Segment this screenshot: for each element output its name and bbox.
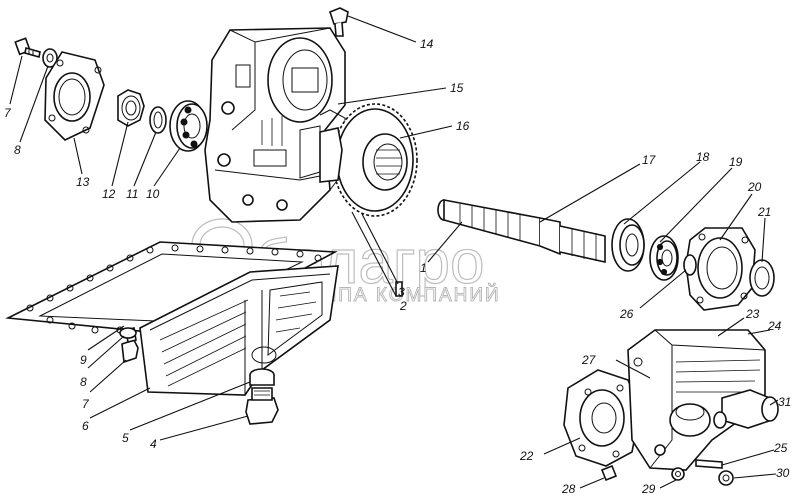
bearing-part-19: [649, 235, 679, 281]
leader-7a: [9, 55, 23, 105]
washer-part-8a: [42, 48, 58, 68]
leader-21: [761, 217, 766, 263]
callout-2: 2: [399, 299, 407, 313]
bearing-part-10: [169, 100, 208, 152]
leader-15: [337, 87, 447, 105]
leader-5: [129, 381, 251, 431]
callout-21: 21: [757, 205, 771, 219]
gearbox-housing: [204, 27, 346, 223]
leader-14: [347, 15, 417, 43]
callout-23: 23: [745, 307, 760, 321]
leader-8b: [87, 335, 125, 369]
watermark-tagline: ГРУППА КОМПАНИЙ: [282, 284, 501, 306]
callout-9: 9: [80, 353, 87, 367]
leader-9: [87, 325, 125, 351]
callout-26: 26: [619, 307, 634, 321]
callout-14: 14: [420, 37, 434, 51]
bolt-part-14: [329, 7, 349, 37]
plug-part-4: [245, 387, 279, 425]
callout-4: 4: [150, 437, 157, 451]
washer-part-11: [149, 106, 167, 134]
callout-22: 22: [519, 449, 534, 463]
flange-part-20: [685, 227, 756, 311]
leader-24: [747, 329, 771, 335]
leader-3: [361, 213, 399, 285]
leader-10: [153, 147, 181, 187]
leader-22: [543, 437, 581, 455]
callout-16: 16: [456, 119, 470, 133]
cover-part-22: [563, 369, 641, 467]
leader-20: [719, 193, 753, 241]
leader-30: [733, 473, 777, 479]
callout-20: 20: [747, 180, 762, 194]
callout-12: 12: [102, 187, 116, 201]
leader-27: [615, 359, 651, 379]
valve-part-31: [713, 389, 779, 429]
callout-11: 11: [126, 187, 138, 201]
callout-29: 29: [641, 482, 656, 496]
callout-7a: 7: [4, 106, 12, 120]
callout-18: 18: [696, 150, 710, 164]
callout-5: 5: [122, 431, 129, 445]
nut-part-12: [117, 89, 145, 127]
callout-15: 15: [450, 81, 464, 95]
leader-6: [89, 387, 151, 419]
nut-part-30: [718, 470, 734, 486]
leader-8a: [19, 65, 49, 143]
flange-part-13: [44, 51, 105, 141]
leader-2: [351, 211, 397, 297]
pin-part-2-3: [395, 281, 403, 297]
shaft-part-17: [437, 199, 606, 263]
gasket-part-26: [683, 254, 697, 276]
leader-18: [623, 161, 701, 225]
callout-27: 27: [581, 353, 597, 367]
callout-8b: 8: [80, 375, 87, 389]
callout-28: 28: [561, 482, 576, 496]
leader-23: [717, 317, 745, 337]
callout-17: 17: [642, 153, 657, 167]
leader-28: [579, 477, 605, 489]
callout-3: 3: [398, 285, 405, 299]
leader-16: [399, 125, 453, 139]
bearing-part-18: [611, 218, 645, 272]
washer-part-8b: [119, 327, 137, 339]
callout-24: 24: [767, 319, 782, 333]
leader-17: [539, 163, 641, 223]
callout-19: 19: [729, 155, 743, 169]
oil-pan-part-6: [139, 265, 339, 396]
leader-26: [639, 269, 687, 309]
callout-1: 1: [420, 261, 427, 275]
callout-6: 6: [82, 419, 89, 433]
leader-12: [111, 121, 129, 187]
callout-10: 10: [146, 187, 160, 201]
seal-part-21: [749, 259, 775, 297]
leader-13: [73, 137, 83, 175]
bolt-part-7a: [14, 37, 41, 59]
callout-labels: 14 15 16 17 18 19 20 21 7 8 13 12 11 10 …: [4, 37, 791, 496]
key-part-28: [600, 464, 618, 482]
leader-29: [659, 479, 677, 489]
leader-4: [159, 415, 249, 441]
nut-part-29: [671, 467, 685, 481]
leader-7b: [89, 359, 127, 393]
pin-part-25: [695, 459, 723, 469]
plug-part-5: [249, 368, 275, 386]
gear-part-16: [319, 103, 418, 217]
pump-housing-part-23: [627, 329, 766, 471]
callout-31: 31: [778, 395, 791, 409]
callout-13: 13: [76, 175, 90, 189]
leader-19: [659, 167, 733, 243]
callout-7b: 7: [82, 397, 90, 411]
leader-lines: [9, 15, 779, 489]
leader-31: [769, 399, 779, 406]
leader-25: [721, 449, 775, 466]
leader-1: [427, 221, 463, 263]
callout-8a: 8: [14, 143, 21, 157]
callout-25: 25: [773, 441, 788, 455]
leader-11: [133, 131, 157, 187]
callout-30: 30: [776, 466, 790, 480]
